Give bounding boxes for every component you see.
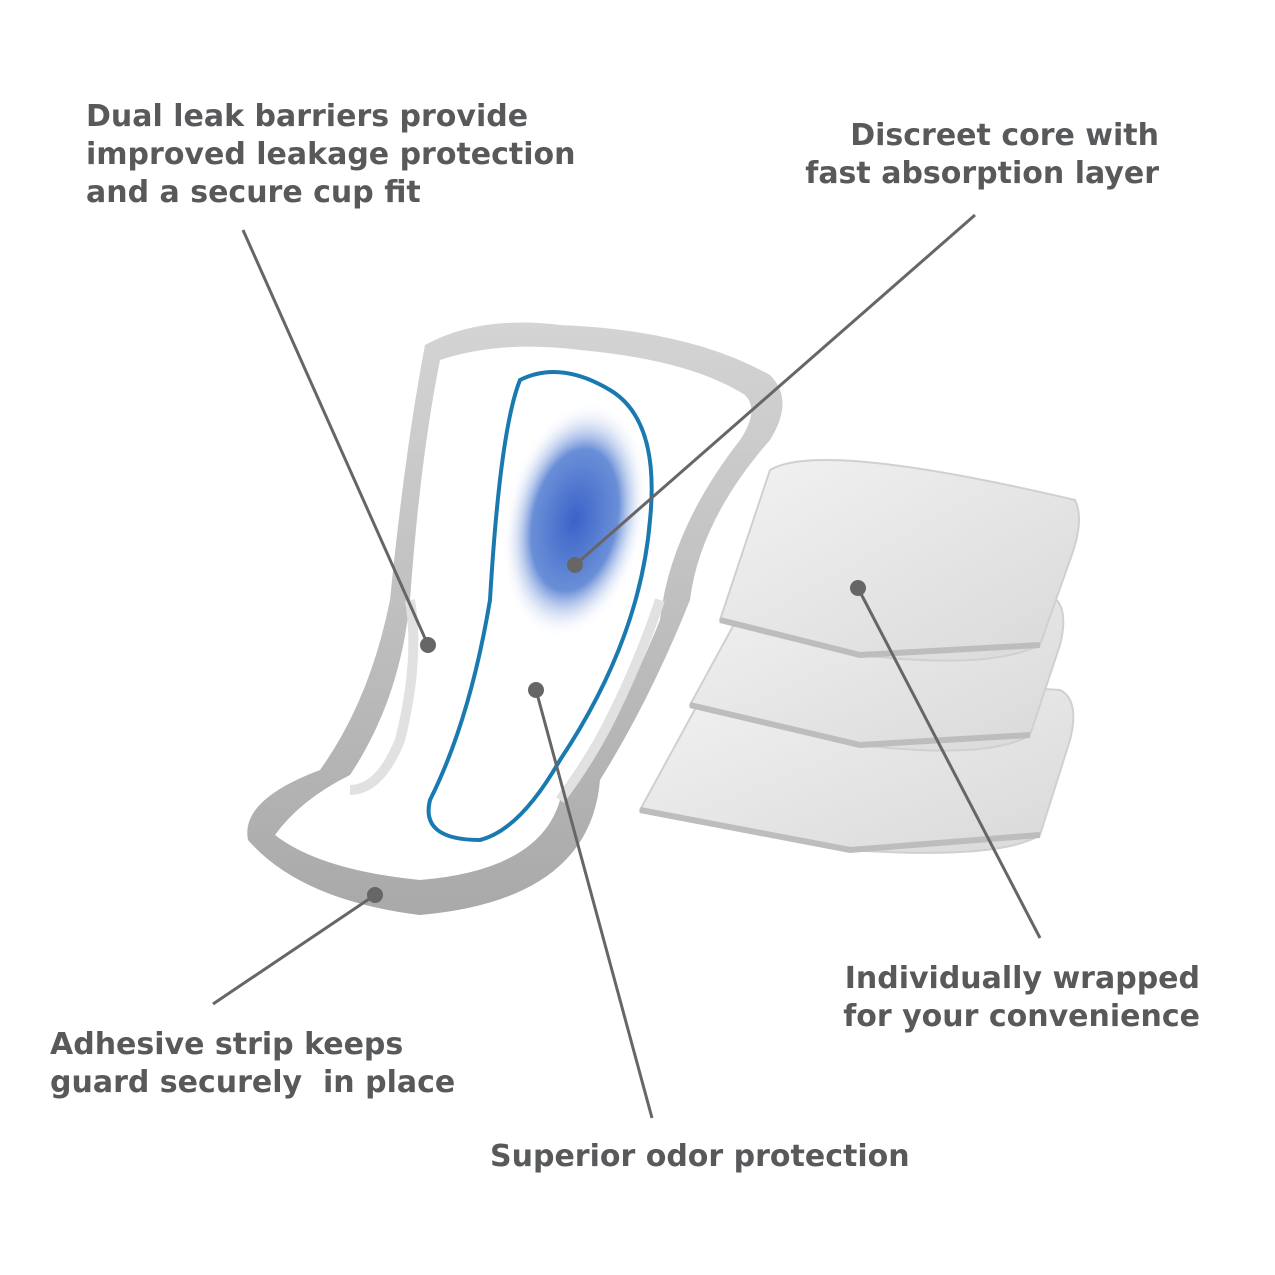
wrapped-pads-stack xyxy=(638,459,1080,854)
wrapped-pad-top xyxy=(718,459,1080,662)
leader-wrap xyxy=(856,587,1042,939)
leader-adhesive xyxy=(212,893,376,1006)
dot-adhesive xyxy=(367,887,383,903)
leader-dual xyxy=(241,229,430,646)
leak-barrier-right xyxy=(555,598,665,803)
callout-adhesive-strip: Adhesive strip keeps guard securely in p… xyxy=(50,1027,456,1100)
dot-dual xyxy=(420,637,436,653)
dot-wrap xyxy=(850,580,866,596)
leader-lines xyxy=(212,213,1042,1119)
leader-odor xyxy=(534,689,654,1119)
callout-dual-leak-barriers: Dual leak barriers provide improved leak… xyxy=(86,99,576,210)
callout-individually-wrapped: Individually wrapped for your convenienc… xyxy=(843,961,1200,1034)
leak-barrier-left xyxy=(349,599,419,795)
callout-discreet-core: Discreet core with fast absorption layer xyxy=(805,118,1159,191)
dot-odor xyxy=(528,682,544,698)
pad-core-outline xyxy=(426,370,654,843)
dot-core xyxy=(567,557,583,573)
callout-dots xyxy=(367,557,866,903)
callout-odor-protection: Superior odor protection xyxy=(490,1139,910,1174)
absorption-core-dots xyxy=(502,401,648,639)
leader-core xyxy=(574,213,976,567)
incontinence-pad xyxy=(247,322,783,915)
